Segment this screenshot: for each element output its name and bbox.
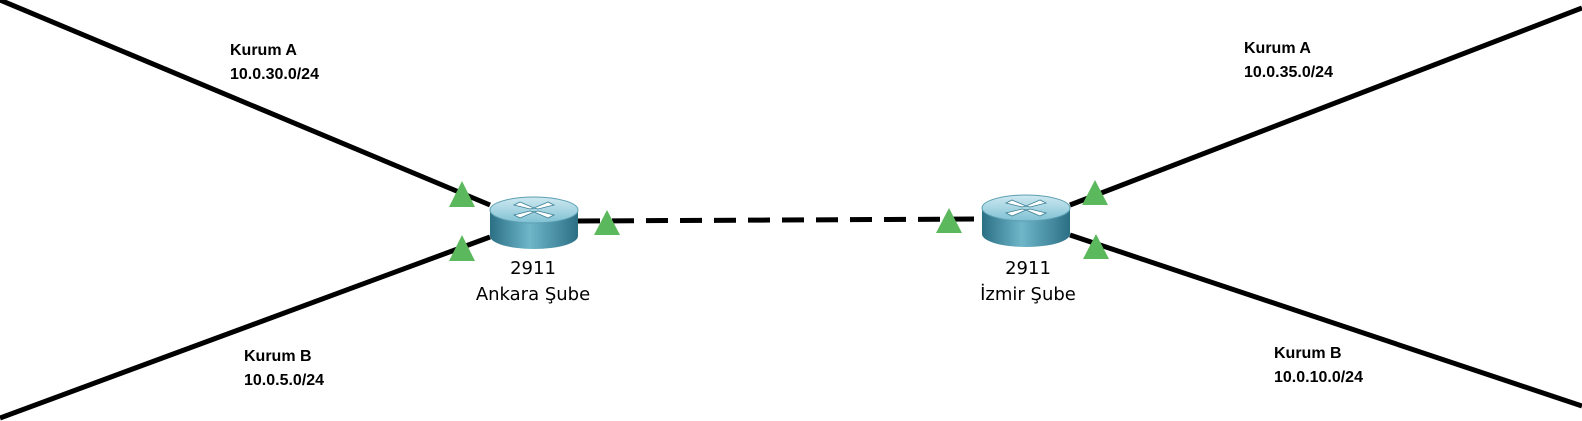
link-ankara-kurum-a[interactable] [0,0,491,208]
router-label-ankara: 2911 Ankara Şube [476,256,590,308]
router-name: Ankara Şube [475,284,591,305]
triangle-up-icon [449,181,475,207]
triangle-up-icon [1082,180,1108,205]
link-ankara-kurum-b[interactable] [0,234,491,421]
link-izmir-kurum-b[interactable] [1069,232,1582,409]
router-icon[interactable] [981,194,1071,247]
router-icon[interactable] [489,196,579,249]
network-subnet: 10.0.30.0/24 [230,66,319,83]
network-org: Kurum A [1244,40,1311,57]
link-izmir-kurum-a[interactable] [1069,5,1582,208]
network-subnet: 10.0.10.0/24 [1274,369,1363,386]
link-ankara-izmir[interactable] [577,216,983,224]
network-subnet: 10.0.5.0/24 [244,372,325,389]
network-label-ankara-b: Kurum B 10.0.5.0/24 [244,345,324,393]
network-label-izmir-a: Kurum A 10.0.35.0/24 [1244,37,1333,85]
network-label-izmir-b: Kurum B 10.0.10.0/24 [1274,342,1363,390]
network-org: Kurum A [230,42,297,59]
router-model: 2911 [1005,258,1051,279]
router-label-izmir: 2911 İzmir Şube [980,256,1076,308]
router-name: İzmir Şube [980,284,1076,305]
network-label-ankara-a: Kurum A 10.0.30.0/24 [230,39,319,87]
network-org: Kurum B [1274,345,1342,362]
router-model: 2911 [510,258,556,279]
network-subnet: 10.0.35.0/24 [1244,64,1333,81]
triangle-up-icon [1083,234,1109,259]
triangle-up-icon [594,210,620,235]
network-org: Kurum B [244,348,312,365]
triangle-up-icon [936,208,962,233]
triangle-up-icon [449,235,475,261]
